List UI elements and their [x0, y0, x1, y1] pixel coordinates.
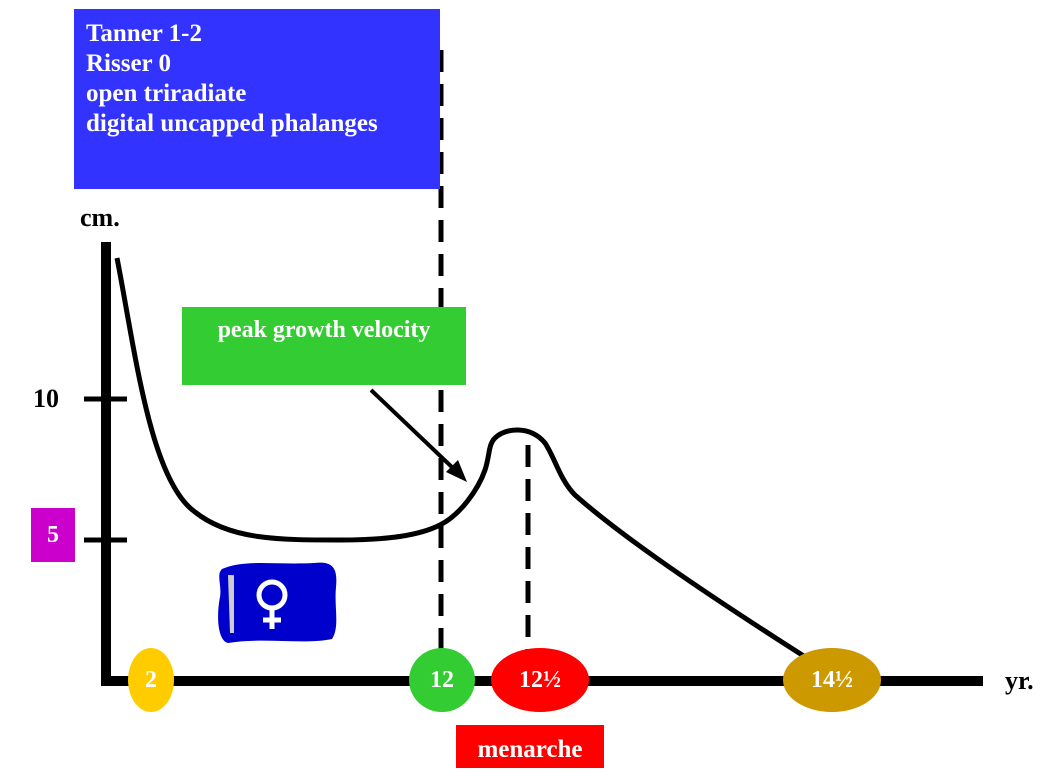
callout-arrow-head	[446, 460, 467, 482]
menarche-label: menarche	[456, 725, 604, 768]
y-axis-label: cm.	[80, 203, 120, 232]
y-tick-label-5: 5	[31, 508, 75, 562]
peak-growth-velocity-callout: peak growth velocity	[182, 307, 466, 385]
age-marker-12-half: 12½	[491, 648, 589, 712]
age-marker-12: 12	[409, 648, 475, 712]
x-axis-label: yr.	[1005, 666, 1034, 695]
info-line-risser: Risser 0	[86, 50, 171, 77]
info-line-phalanges: digital uncapped phalanges	[86, 110, 378, 137]
info-line-triradiate: open triradiate	[86, 80, 247, 107]
female-symbol-icon	[214, 557, 342, 647]
info-line-tanner: Tanner 1-2	[86, 20, 203, 47]
y-tick-label-10: 10	[33, 384, 59, 413]
growth-curve	[114, 257, 812, 663]
age-marker-14-half: 14½	[783, 648, 881, 712]
callout-arrow-line	[369, 388, 457, 472]
age-marker-2: 2	[128, 648, 174, 712]
maturity-indicators-box: Tanner 1-2 Risser 0 open triradiate digi…	[74, 9, 440, 189]
